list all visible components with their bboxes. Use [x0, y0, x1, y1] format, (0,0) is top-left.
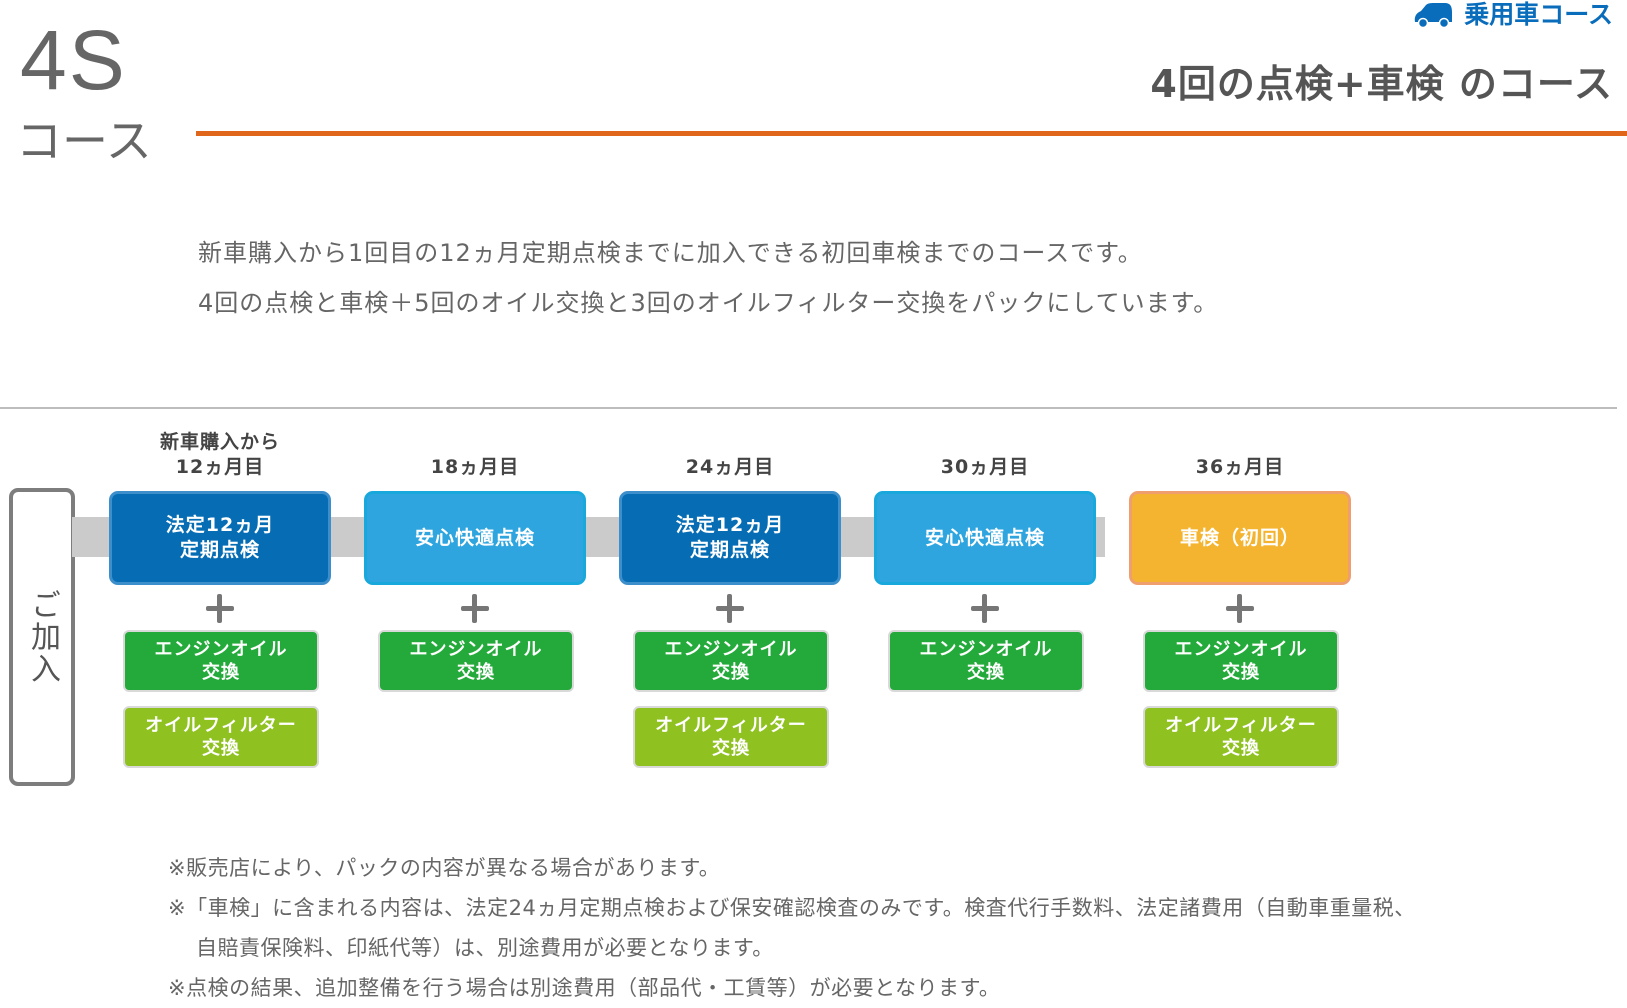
engine-oil-change: エンジンオイル 交換: [888, 630, 1084, 692]
plus-icon: [619, 590, 841, 626]
plus-icon: [109, 590, 331, 626]
stage-heading: 30ヵ月目: [940, 456, 1030, 478]
section-divider: [0, 407, 1617, 409]
course-subtitle: コース: [16, 114, 152, 168]
engine-oil-change: エンジンオイル 交換: [378, 630, 574, 692]
note-item: ※点検の結果、追加整備を行う場合は別途費用（部品代・工賃等）が必要となります。: [168, 976, 1001, 1000]
note-item: ※「車検」に含まれる内容は、法定24ヵ月定期点検および保安確認検査のみです。検査…: [168, 896, 1416, 920]
category-text: 乗用車コース: [1464, 0, 1613, 29]
plus-icon: [1129, 590, 1351, 626]
course-code: 4S: [20, 13, 127, 107]
stage-heading: 36ヵ月目: [1195, 456, 1285, 478]
title-underline: [196, 131, 1627, 136]
oil-filter-change: オイルフィルター 交換: [1143, 706, 1339, 768]
oil-filter-change: オイルフィルター 交換: [633, 706, 829, 768]
note-item: ※販売店により、パックの内容が異なる場合があります。: [168, 856, 721, 880]
stage-main-box: 安心快適点検: [874, 491, 1096, 585]
category-label: 乗用車コース: [1412, 0, 1613, 30]
stage-heading: 18ヵ月目: [430, 456, 520, 478]
stage-heading-line1: 新車購入から: [159, 431, 280, 453]
intro-line-1: 新車購入から1回目の12ヵ月定期点検までに加入できる初回車検までのコースです。: [198, 239, 1143, 267]
notes: ※販売店により、パックの内容が異なる場合があります。 ※「車検」に含まれる内容は…: [168, 848, 1416, 1008]
page-title: 4回の点検+車検 のコース: [1150, 62, 1613, 106]
join-label: ご加入: [25, 589, 60, 685]
engine-oil-change: エンジンオイル 交換: [633, 630, 829, 692]
stage-main-box: 法定12ヵ月 定期点検: [619, 491, 841, 585]
note-item-continued: 自賠責保険料、印紙代等）は、別途費用が必要となります。: [196, 936, 774, 960]
stage-heading: 24ヵ月目: [685, 456, 775, 478]
intro-line-2: 4回の点検と車検＋5回のオイル交換と3回のオイルフィルター交換をパックにしていま…: [198, 289, 1219, 317]
plus-icon: [364, 590, 586, 626]
join-marker: ご加入: [9, 488, 75, 786]
engine-oil-change: エンジンオイル 交換: [1143, 630, 1339, 692]
engine-oil-change: エンジンオイル 交換: [123, 630, 319, 692]
intro-text: 新車購入から1回目の12ヵ月定期点検までに加入できる初回車検までのコースです。 …: [198, 228, 1218, 328]
stage-main-box: 車検（初回）: [1129, 491, 1351, 585]
oil-filter-change: オイルフィルター 交換: [123, 706, 319, 768]
stage-heading: 12ヵ月目: [175, 456, 265, 478]
stage-main-box: 安心快適点検: [364, 491, 586, 585]
stage-main-box: 法定12ヵ月 定期点検: [109, 491, 331, 585]
car-icon: [1414, 3, 1453, 28]
plus-icon: [874, 590, 1096, 626]
